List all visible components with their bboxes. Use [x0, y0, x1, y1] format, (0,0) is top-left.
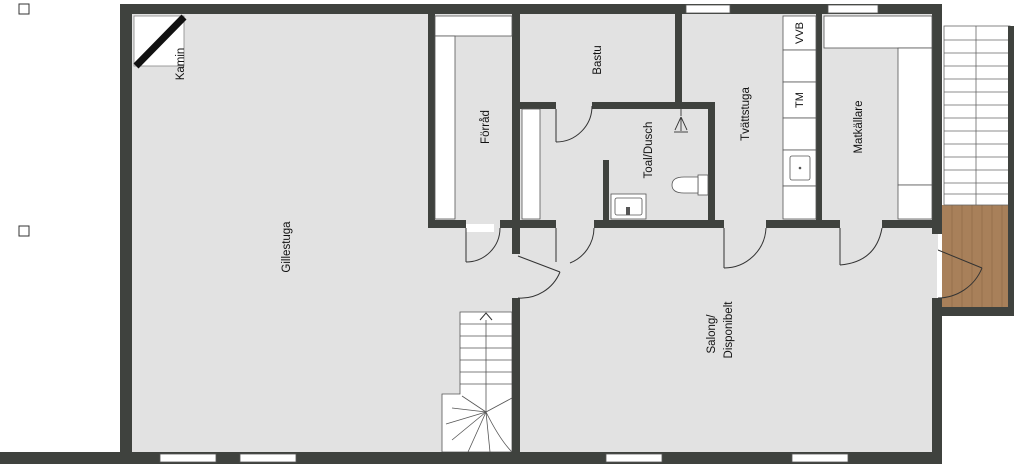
exterior-stair	[943, 25, 1011, 206]
room-label-matkallare: Matkällare	[853, 100, 865, 153]
room-label-toal-dusch: Toal/Dusch	[643, 122, 655, 179]
room-label-forrad: Förråd	[480, 110, 492, 144]
laundry-sink-drain-icon	[798, 166, 802, 170]
interior-stair	[441, 311, 513, 453]
doors	[465, 105, 983, 299]
room-label-disponibelt: Disponibelt	[723, 301, 735, 359]
room-label-gillestuga: Gillestuga	[281, 221, 293, 273]
room-label-tvattstuga: Tvättstuga	[740, 87, 752, 141]
checkbox-middle[interactable]	[18, 225, 30, 237]
room-label-salong: Salong/	[706, 314, 718, 354]
shelving	[434, 15, 933, 220]
room-label-bastu: Bastu	[592, 45, 604, 74]
checkbox-top[interactable]	[18, 3, 30, 15]
toilet-icon	[671, 174, 709, 196]
windows	[159, 4, 879, 463]
fixture-label-tm: TM	[794, 92, 806, 108]
label-kamin: Kamin	[175, 48, 187, 81]
walls	[0, 4, 1014, 464]
laundry-units	[782, 15, 817, 220]
laundry-sink-icon	[789, 155, 811, 181]
shower-head-icon	[674, 109, 688, 133]
bathroom-sink-icon	[610, 193, 647, 220]
stair-arrow-icon	[479, 312, 493, 321]
kamin-icon	[133, 14, 187, 69]
fixture-label-vvb: VVB	[794, 22, 806, 44]
